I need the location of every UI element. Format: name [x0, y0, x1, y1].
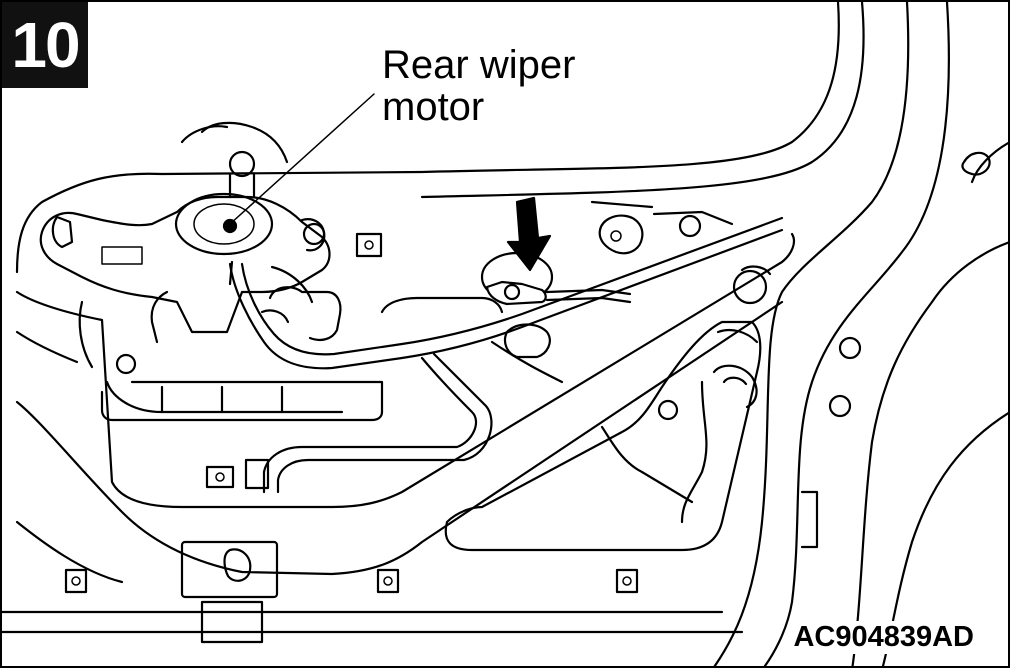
figure-id: AC904839AD — [789, 621, 978, 654]
indicator-arrow — [506, 196, 552, 272]
rear-wiper-motor-label: Rear wiper motor — [382, 44, 575, 128]
callout-line-1: Rear wiper — [382, 43, 576, 87]
callout-line-2: motor — [382, 85, 485, 129]
mounting-bosses — [15, 200, 734, 375]
step-number-badge: 10 — [2, 2, 88, 88]
wiring-harness — [228, 216, 784, 524]
wiper-motor-bracket — [39, 121, 383, 344]
callout-leader-line — [229, 93, 375, 225]
tailgate-inner-panel — [2, 232, 796, 644]
door-opening-outline — [15, 2, 1008, 666]
motor-connector — [480, 251, 772, 306]
